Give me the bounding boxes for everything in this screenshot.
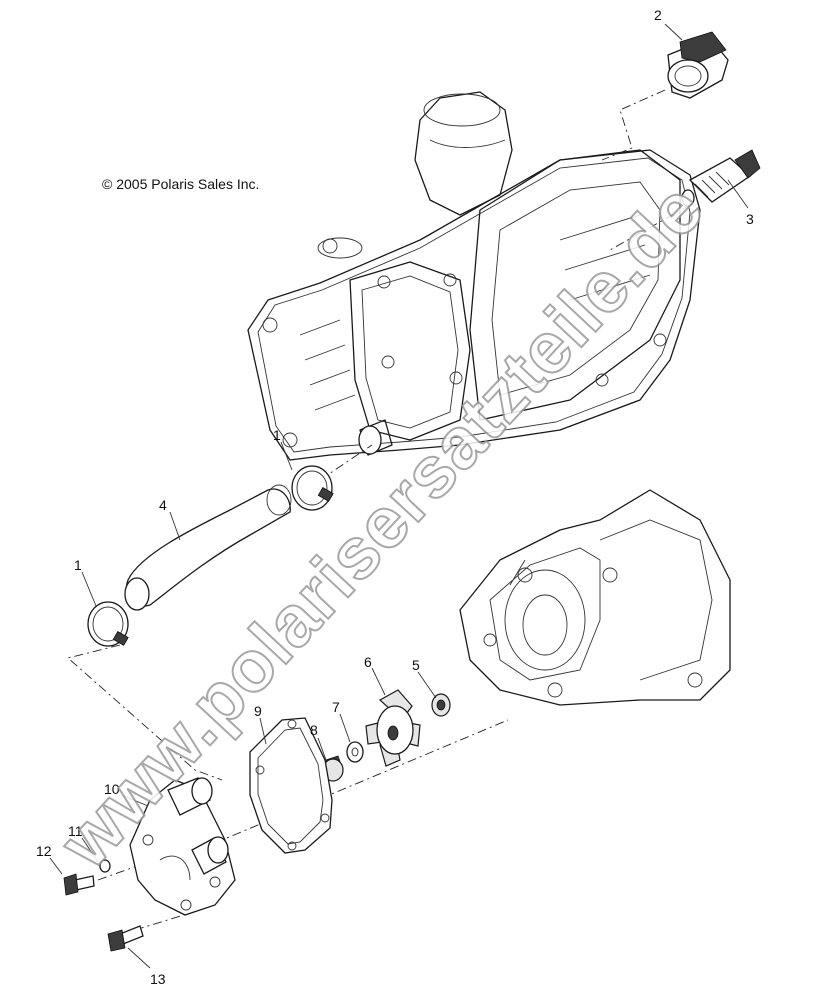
thermostat-cap-part	[667, 31, 729, 99]
callout-8: 8	[310, 722, 318, 738]
callout-labels: 2 3 1 4 1 5 6 7 8 9 10 11 12 13	[36, 7, 754, 987]
washer-part	[346, 741, 364, 763]
callout-4: 3	[746, 211, 754, 227]
crankcase	[459, 489, 731, 706]
callout-13: 13	[150, 971, 166, 987]
callout-12: 12	[36, 843, 52, 859]
impeller-nut-part	[431, 693, 451, 717]
callout-11: 11	[68, 823, 83, 839]
coolant-hose	[124, 484, 292, 611]
callout-leaders	[49, 23, 749, 969]
short-bolt-part	[63, 873, 95, 896]
callout-6: 6	[364, 654, 372, 670]
temperature-sensor-part	[681, 149, 761, 207]
gasket-part	[249, 717, 333, 854]
water-pump-impeller-part	[365, 689, 421, 767]
small-washer-part	[99, 859, 111, 873]
callout-1-upper: 1	[273, 427, 281, 443]
callout-5: 5	[412, 657, 420, 673]
callout-10: 10	[104, 781, 120, 797]
callout-7: 7	[332, 699, 340, 715]
copyright-text: © 2005 Polaris Sales Inc.	[102, 176, 259, 192]
callout-2: 4	[159, 497, 167, 513]
callout-9: 9	[254, 703, 262, 719]
long-bolt-part	[107, 925, 144, 952]
cylinder-head	[247, 91, 701, 461]
hose-clamp-upper	[291, 465, 334, 511]
water-pump-cover-part	[129, 777, 236, 916]
hose-clamp-lower	[87, 601, 129, 647]
callout-1-lower: 1	[74, 557, 82, 573]
watermark-text: www.polarisersatzteile.de	[45, 168, 720, 883]
callout-3: 2	[654, 7, 662, 23]
